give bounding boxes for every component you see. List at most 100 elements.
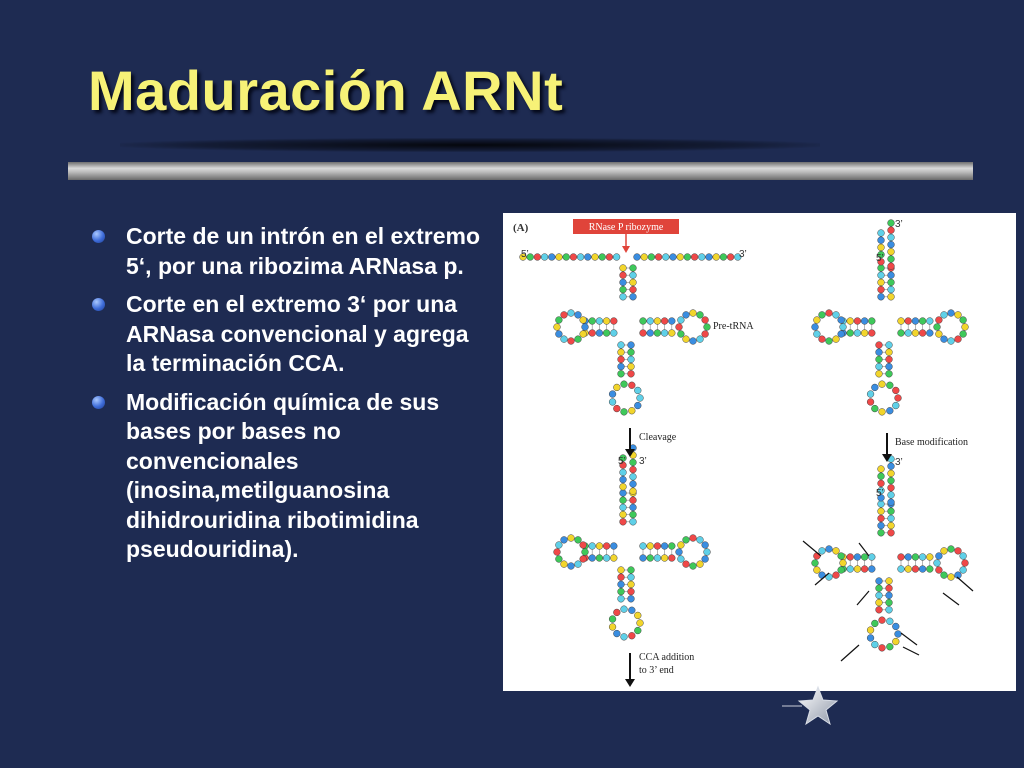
nucleotide-bead (634, 626, 642, 635)
nucleotide-bead (868, 565, 876, 573)
nucleotide-bead (617, 341, 625, 349)
nucleotide-bead (886, 381, 894, 389)
nucleotide-bead (877, 486, 885, 495)
nucleotide-bead (555, 316, 563, 324)
nucleotide-bead (689, 534, 697, 542)
nucleotide-bead (639, 554, 647, 562)
nucleotide-bead (660, 317, 669, 325)
nucleotide-bead (574, 335, 582, 343)
nucleotide-bead (940, 335, 948, 343)
nucleotide-bead (595, 317, 604, 325)
nucleotide-bead (959, 316, 967, 324)
nucleotide-bead (871, 640, 879, 649)
nucleotide-bead (894, 630, 902, 638)
bullet-item: Modificación química de sus bases por ba… (92, 388, 492, 565)
nucleotide-bead (669, 253, 677, 261)
three-prime-label: 3’ (895, 457, 903, 468)
nucleotide-bead (567, 337, 575, 345)
nucleotide-bead (853, 565, 862, 573)
nucleotide-bead (560, 536, 568, 544)
nucleotide-bead (617, 573, 625, 581)
nucleotide-bead (629, 487, 637, 495)
three-prime-label: 3’ (895, 219, 903, 230)
nucleotide-bead (887, 248, 895, 256)
nucleotide-bead (591, 253, 599, 261)
nucleotide-bead (629, 518, 637, 526)
nucleotide-bead (918, 565, 927, 573)
cca-arrowhead (625, 679, 635, 687)
nucleotide-bead (887, 293, 895, 301)
nucleotide-bead (690, 253, 699, 261)
nucleotide-bead (832, 311, 840, 319)
modification-arrow (900, 632, 918, 646)
nucleotide-bead (629, 271, 637, 279)
nucleotide-bead (875, 584, 883, 592)
nucleotide-bead (647, 253, 656, 261)
nucleotide-bead (619, 285, 627, 294)
nucleotide-bead (877, 500, 885, 508)
nucleotide-bead (619, 483, 627, 491)
nucleotide-bead (926, 317, 934, 325)
nucleotide-bead (875, 591, 883, 600)
nucleotide-bead (839, 559, 847, 567)
nucleotide-bead (703, 548, 711, 556)
nucleotide-bead (887, 278, 895, 287)
nucleotide-bead (887, 491, 895, 499)
nucleotide-bead (588, 329, 596, 337)
nucleotide-bead (837, 566, 845, 574)
nucleotide-bead (533, 253, 542, 261)
three-prime-label: 3’ (739, 249, 747, 260)
nucleotide-bead (588, 317, 596, 325)
nucleotide-bead (668, 542, 676, 550)
nucleotide-bead (887, 484, 895, 492)
three-prime-label: 3’ (639, 456, 647, 467)
nucleotide-bead (860, 317, 869, 325)
nucleotide-bead (629, 293, 637, 301)
bullet-item: Corte en el extremo 3‘ por una ARNasa co… (92, 290, 492, 379)
nucleotide-bead (904, 329, 912, 337)
modification-arrow (858, 542, 870, 557)
nucleotide-bead (885, 370, 893, 378)
nucleotide-bead (548, 253, 556, 261)
nucleotide-bead (959, 330, 967, 338)
nucleotide-bead (576, 253, 585, 261)
nucleotide-bead (837, 316, 845, 324)
nucleotide-bead (602, 554, 611, 562)
nucleotide-bead (677, 541, 685, 549)
nucleotide-bead (629, 285, 637, 294)
nucleotide-bead (629, 458, 637, 467)
nucleotide-bead (926, 565, 934, 573)
nucleotide-bead (619, 489, 627, 497)
nucleotide-bead (871, 619, 879, 628)
nucleotide-bead (668, 329, 676, 337)
nucleotide-bead (877, 494, 885, 502)
nucleotide-bead (701, 316, 709, 324)
nucleotide-bead (887, 462, 895, 470)
nucleotide-bead (574, 536, 582, 544)
nucleotide-bead (574, 560, 582, 568)
nucleotide-bead (689, 337, 697, 345)
nucleotide-bead (885, 362, 893, 371)
nucleotide-bead (887, 240, 895, 249)
nucleotide-bead (818, 311, 826, 319)
nucleotide-bead (860, 329, 869, 337)
nucleotide-bead (608, 390, 617, 398)
nucleotide-bead (696, 335, 704, 343)
nucleotide-bead (619, 510, 627, 519)
nucleotide-bead (940, 571, 948, 579)
nucleotide-bead (935, 566, 943, 574)
five-prime-label: 5’ (876, 253, 884, 264)
nucleotide-bead (947, 573, 955, 581)
nucleotide-bead (959, 552, 967, 560)
nucleotide-bead (560, 311, 568, 319)
nucleotide-bead (897, 553, 905, 561)
bullet-item: Corte de un intrón en el extremo 5‘, por… (92, 222, 492, 281)
nucleotide-bead (904, 565, 912, 573)
nucleotide-bead (619, 293, 627, 301)
nucleotide-bead (871, 383, 879, 392)
nucleotide-bead (885, 355, 893, 364)
nucleotide-bead (608, 615, 617, 623)
nucleotide-bead (933, 323, 941, 331)
nucleotide-bead (629, 510, 637, 519)
base-mod-label: Base modification (895, 437, 968, 448)
